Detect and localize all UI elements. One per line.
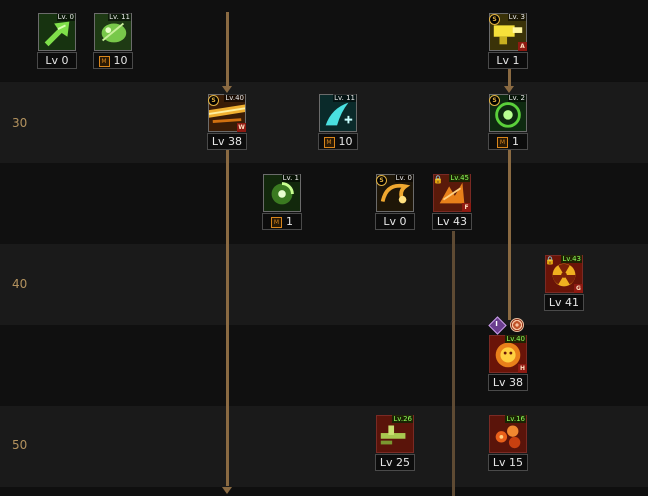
- skill-level-label: Lv.43: [561, 255, 582, 263]
- connector-line: [508, 68, 511, 88]
- mastery-icon: M: [497, 137, 508, 148]
- skill-tag: W: [237, 123, 246, 132]
- skill-slot[interactable]: S Lv. 3 A Lv 1: [488, 13, 528, 69]
- skill-level-label: Lv. 11: [333, 94, 356, 102]
- skill-level-value: 10: [338, 135, 353, 148]
- skill-slot[interactable]: Lv.26 Lv 25: [375, 415, 415, 471]
- skill-level-label: Lv. 3: [507, 13, 526, 21]
- connector-line: [226, 150, 229, 486]
- skill-level-value: 10: [113, 54, 128, 67]
- skill-level-label: Lv. 1: [281, 174, 300, 182]
- mastery-icon: M: [271, 217, 282, 228]
- diamond-link-label: I: [495, 320, 498, 328]
- skill-level-label: Lv.16: [505, 415, 526, 423]
- skill-level-label: Lv.40: [505, 335, 526, 343]
- skill-tag: F: [462, 203, 471, 212]
- skill-level-label: Lv.40: [224, 94, 245, 102]
- skill-level-value: Lv 15: [488, 454, 528, 471]
- skill-slot[interactable]: S Lv. 0 Lv 0: [375, 174, 415, 230]
- row-band-5: [0, 325, 648, 406]
- skill-level-label: Lv. 11: [108, 13, 131, 21]
- skill-slot[interactable]: Lv.16 Lv 15: [488, 415, 528, 471]
- skill-special-badge: S: [376, 175, 387, 186]
- skill-slot[interactable]: 🔒 Lv.45 F Lv 43: [432, 174, 472, 230]
- skill-level-value: Lv 38: [207, 133, 247, 150]
- level-marker-50: 50: [12, 438, 28, 452]
- skill-special-badge: S: [489, 14, 500, 25]
- connector-line: [452, 231, 455, 496]
- mastery-icon: M: [98, 56, 110, 67]
- skill-level-label: Lv. 0: [394, 174, 413, 182]
- lock-icon: 🔒: [433, 175, 443, 184]
- skill-level-label: Lv.26: [392, 415, 413, 423]
- skill-level-value: Lv 38: [488, 374, 528, 391]
- skill-slot[interactable]: Lv. 0 Lv 0: [37, 13, 77, 69]
- skill-level-value: Lv 1: [488, 52, 528, 69]
- connector-arrow: [504, 86, 514, 93]
- connector-line: [226, 12, 229, 90]
- connector-arrow: [222, 86, 232, 93]
- skill-level-value: 1: [286, 215, 293, 228]
- swirl-link-icon: [510, 318, 524, 332]
- level-marker-40: 40: [12, 277, 28, 291]
- connector-arrow: [222, 487, 232, 494]
- skill-special-badge: S: [208, 95, 219, 106]
- skill-tag: G: [574, 284, 583, 293]
- skill-level-value: Lv 41: [544, 294, 584, 311]
- mastery-icon: M: [323, 137, 335, 148]
- skill-tag: H: [518, 364, 527, 373]
- skill-level-value: Lv 0: [375, 213, 415, 230]
- row-band-6: [0, 406, 648, 487]
- skill-level-value: Lv 43: [432, 213, 472, 230]
- row-band-3: [0, 163, 648, 244]
- skill-level-value: Lv 0: [37, 52, 77, 69]
- skill-slot[interactable]: 🔒 Lv.43 G Lv 41: [544, 255, 584, 311]
- row-band-4: [0, 244, 648, 325]
- level-marker-30: 30: [12, 116, 28, 130]
- skill-slot[interactable]: S Lv.40 W Lv 38: [207, 94, 247, 150]
- skill-level-label: Lv. 0: [56, 13, 75, 21]
- skill-level-value: 1: [512, 135, 519, 148]
- skill-level-label: Lv.45: [449, 174, 470, 182]
- skill-tag: A: [518, 42, 527, 51]
- skill-special-badge: S: [489, 95, 500, 106]
- link-icons: I: [488, 316, 529, 335]
- lock-icon: 🔒: [545, 256, 555, 265]
- connector-line: [508, 150, 511, 320]
- skill-slot[interactable]: Lv.40 H Lv 38: [488, 335, 528, 391]
- skill-level-label: Lv. 2: [507, 94, 526, 102]
- skill-level-value: Lv 25: [375, 454, 415, 471]
